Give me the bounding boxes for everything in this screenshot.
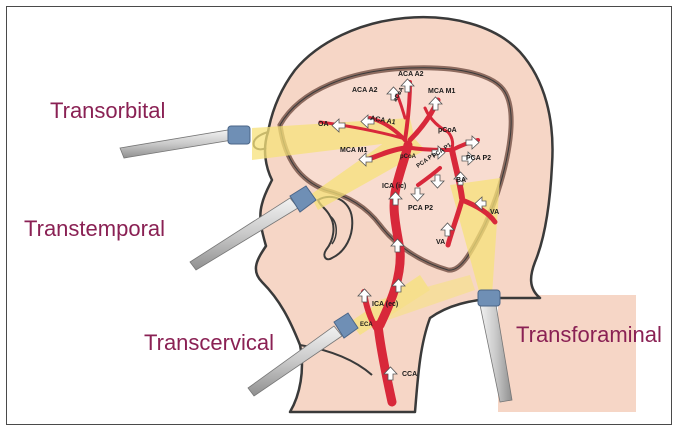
label-va-left: VA: [436, 239, 445, 246]
label-pcoa-top: pCoA: [438, 127, 457, 134]
label-transorbital: Transorbital: [50, 98, 165, 123]
label-ica-ic: ICA (ic): [382, 183, 406, 190]
label-mca-m1-top: MCA M1: [428, 88, 455, 95]
shoulder: [498, 295, 636, 412]
label-pca-p2: PCA P2: [408, 205, 433, 212]
label-transtemporal: Transtemporal: [24, 216, 165, 241]
label-aca-a2: ACA A2: [352, 87, 378, 94]
label-aca-a2-top: ACA A2: [398, 71, 424, 78]
label-transcervical: Transcervical: [144, 330, 274, 355]
label-mca-m1: MCA M1: [340, 147, 367, 154]
label-pca-p2-right: PCA P2: [466, 155, 491, 162]
label-ba: BA: [456, 177, 466, 184]
label-ica-ec: ICA (ec): [372, 301, 398, 308]
label-transforaminal: Transforaminal: [516, 322, 662, 347]
label-oa: OA: [318, 121, 329, 128]
label-cca: CCA: [402, 371, 417, 378]
label-pcoa: pCoA: [400, 154, 417, 160]
probe-transorbital: [120, 126, 250, 158]
label-eca: ECA: [360, 322, 373, 328]
label-va-right: VA: [490, 209, 499, 216]
